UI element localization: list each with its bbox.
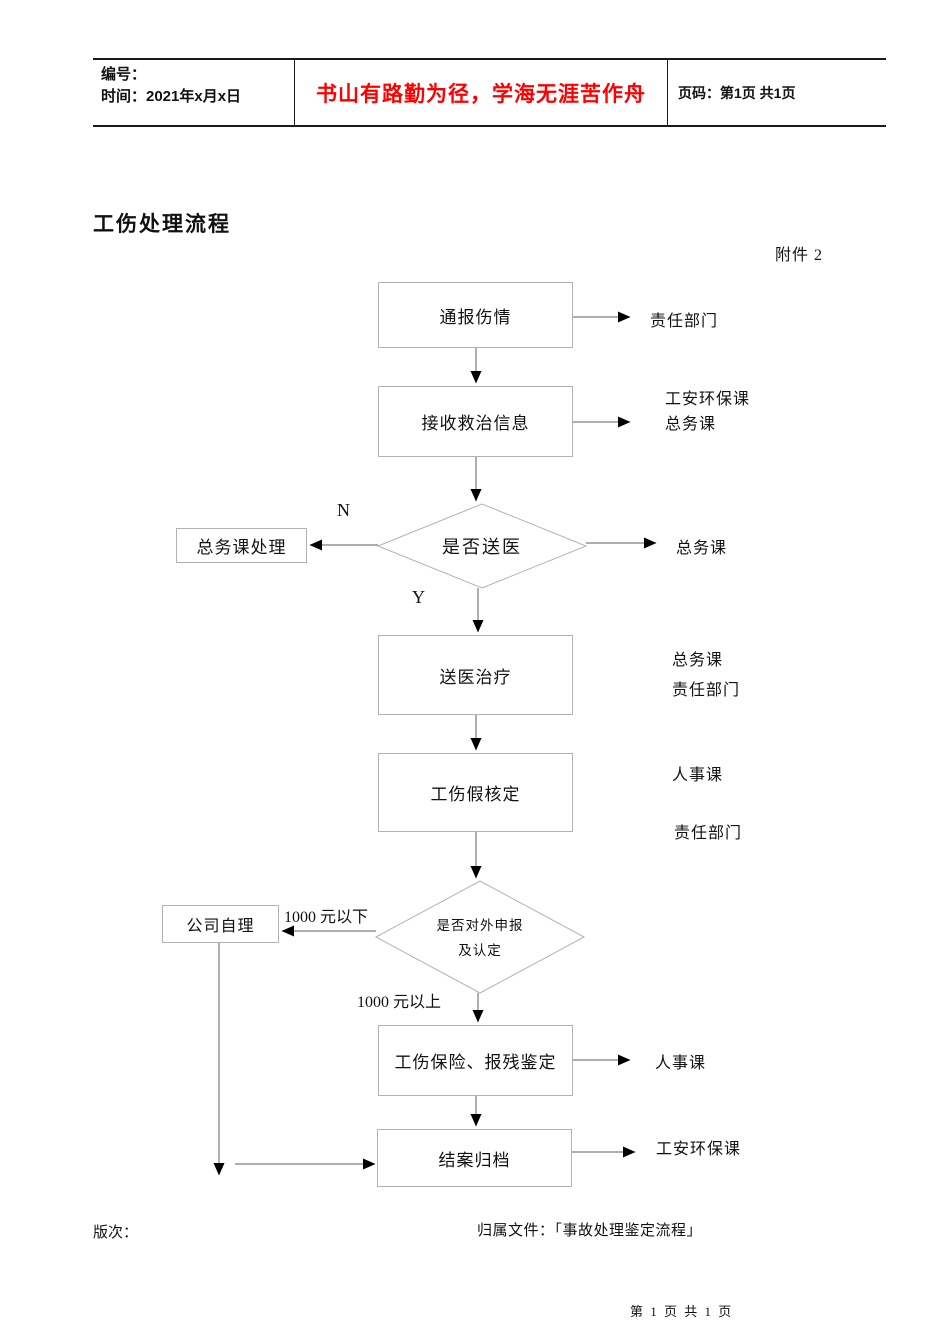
resp-label-treat: 总务课 责任部门: [672, 646, 740, 706]
resp-receive-line1: 工安环保课: [665, 391, 751, 408]
flow-step-close-archive: 结案归档: [377, 1129, 572, 1187]
flow-box-company-self-pay: 公司自理: [162, 905, 279, 943]
header-page-info: 页码：第1页 共1页: [678, 84, 796, 101]
header-date-line: 时间：2021年x月x日: [101, 88, 242, 105]
resp-label-close: 工安环保课: [656, 1141, 742, 1158]
resp-label-leave-1: 人事课: [672, 767, 724, 784]
resp-label-hospital-decision: 总务课: [676, 540, 728, 557]
branch-label-yes: Y: [412, 587, 425, 607]
decision-claim-label: 是否对外申报 及认定: [400, 913, 560, 963]
decision-diamond-hospital: [376, 503, 588, 589]
branch-label-above-1000: 1000 元以上: [357, 994, 442, 1011]
footer-owner-file: 归属文件：「事故处理鉴定流程」: [477, 1223, 703, 1239]
decision-diamond-claim: [374, 880, 586, 994]
branch-label-no: N: [337, 500, 350, 520]
attachment-label: 附件 2: [775, 247, 824, 264]
resp-label-report: 责任部门: [650, 313, 719, 330]
flow-step-insurance-appraisal: 工伤保险、报残鉴定: [378, 1025, 573, 1096]
decision-claim-line2: 及认定: [458, 943, 502, 958]
footer-page-number: 第 1 页 共 1 页: [630, 1304, 734, 1319]
branch-label-below-1000: 1000 元以下: [284, 909, 369, 926]
flow-step-medical-treatment: 送医治疗: [378, 635, 573, 715]
header-cell-motto: 书山有路勤为径，学海无涯苦作舟: [294, 60, 667, 125]
flow-step-report-injury: 通报伤情: [378, 282, 573, 348]
resp-receive-line2: 总务课: [665, 416, 717, 433]
resp-treat-line1: 总务课: [672, 652, 724, 669]
resp-label-insurance: 人事课: [655, 1055, 707, 1072]
header-motto: 书山有路勤为径，学海无涯苦作舟: [316, 82, 646, 106]
header-code-line: 编号：: [101, 66, 147, 83]
header-cell-page: 页码：第1页 共1页: [667, 60, 886, 125]
header-cell-meta: 编号： 时间：2021年x月x日: [93, 60, 294, 125]
page-title: 工伤处理流程: [93, 213, 231, 236]
resp-label-leave-2: 责任部门: [674, 825, 743, 842]
resp-label-receive: 工安环保课 总务课: [665, 387, 750, 437]
flow-step-receive-info: 接收救治信息: [378, 386, 573, 457]
resp-treat-line2: 责任部门: [672, 682, 741, 699]
connector-lines: [213, 311, 657, 1176]
decision-claim-line1: 是否对外申报: [436, 918, 524, 933]
decision-hospital-label: 是否送医: [442, 537, 522, 557]
footer-version-label: 版次：: [93, 1225, 139, 1241]
decision-diamonds: [374, 503, 588, 994]
doc-header-table: 编号： 时间：2021年x月x日 书山有路勤为径，学海无涯苦作舟 页码：第1页 …: [93, 58, 886, 127]
flow-box-general-affairs-handle: 总务课处理: [176, 528, 307, 563]
flow-step-leave-assessment: 工伤假核定: [378, 753, 573, 832]
